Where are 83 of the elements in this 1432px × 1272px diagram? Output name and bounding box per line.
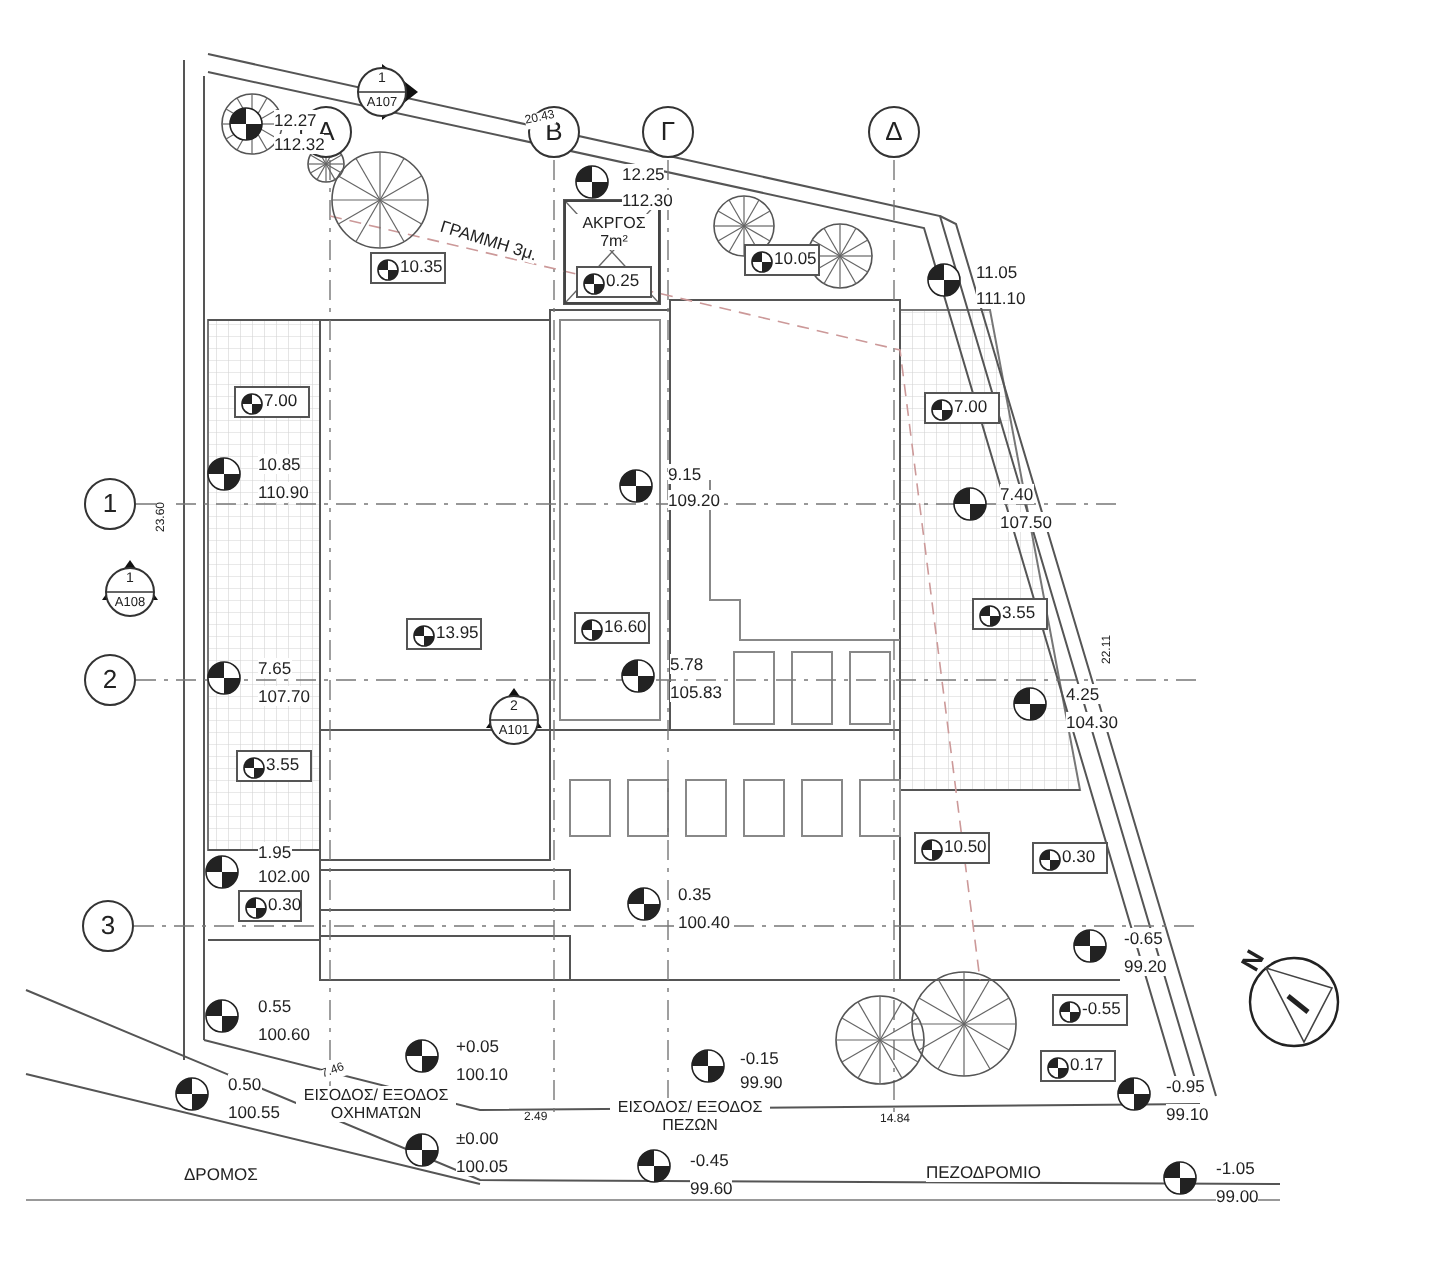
level-box <box>972 598 1048 630</box>
level-value: 0.17 <box>1070 1054 1104 1074</box>
level-value: 104.30 <box>1066 712 1118 732</box>
level-value: 7.00 <box>954 396 988 416</box>
level-value: 9.15 <box>668 464 702 484</box>
grid-bubble <box>84 654 136 706</box>
level-value: 102.00 <box>258 866 310 886</box>
level-value: 0.30 <box>1062 846 1096 866</box>
level-value: -0.45 <box>690 1150 729 1170</box>
level-value: 0.55 <box>258 996 292 1016</box>
level-value: 16.60 <box>604 616 647 636</box>
level-value: -0.65 <box>1124 928 1163 948</box>
level-value: 5.78 <box>670 654 704 674</box>
level-box <box>744 244 820 276</box>
level-value: 100.05 <box>456 1156 508 1176</box>
level-value: 10.85 <box>258 454 301 474</box>
level-value: 12.27 <box>274 110 317 130</box>
level-value: 7.65 <box>258 658 292 678</box>
level-value: 107.50 <box>1000 512 1052 532</box>
north-label: N <box>1240 947 1267 974</box>
level-value: 7.40 <box>1000 484 1034 504</box>
level-value: 112.30 <box>622 190 673 210</box>
grid-label: Δ <box>885 118 903 146</box>
level-box <box>370 252 446 284</box>
level-value: -0.15 <box>740 1048 779 1068</box>
level-value: 99.90 <box>740 1072 783 1092</box>
area-label: ΕΙΣΟΔΟΣ/ ΕΞΟΔΟΣ ΟΧΗΜΑΤΩΝ <box>296 1086 456 1122</box>
level-value: 12.25 <box>622 164 665 184</box>
level-value: 3.55 <box>1002 602 1036 622</box>
level-box <box>1052 994 1128 1026</box>
level-value: 99.20 <box>1124 956 1167 976</box>
level-value: ±0.00 <box>456 1128 499 1148</box>
level-value: 13.95 <box>436 622 479 642</box>
level-value: 100.10 <box>456 1064 508 1084</box>
area-label: ΠΕΖΟΔΡΟΜΙΟ <box>926 1162 1041 1182</box>
grid-bubble <box>84 478 136 530</box>
level-box <box>1040 1050 1116 1082</box>
level-box <box>574 612 650 644</box>
level-value: 7.00 <box>264 390 298 410</box>
area-label: ΕΙΣΟΔΟΣ/ ΕΞΟΔΟΣ ΠΕΖΩΝ <box>610 1098 770 1134</box>
level-value: 99.10 <box>1166 1104 1209 1124</box>
level-value: 99.60 <box>690 1178 733 1198</box>
level-box <box>234 386 310 418</box>
grid-label: 3 <box>100 912 116 940</box>
level-value: 1.95 <box>258 842 292 862</box>
grid-label: Γ <box>660 118 676 146</box>
level-value: 4.25 <box>1066 684 1100 704</box>
level-value: 100.55 <box>228 1102 280 1122</box>
grid-bubble <box>82 900 134 952</box>
level-value: 99.00 <box>1216 1186 1259 1206</box>
level-value: 11.05 <box>976 262 1018 282</box>
level-value: 110.90 <box>258 482 309 502</box>
level-box <box>576 266 652 298</box>
level-value: 100.60 <box>258 1024 310 1044</box>
level-value: -0.95 <box>1166 1076 1205 1096</box>
area-label: ΔΡΟΜΟΣ <box>184 1164 258 1184</box>
level-value: 100.40 <box>678 912 730 932</box>
level-value: +0.05 <box>456 1036 500 1056</box>
level-value: 107.70 <box>258 686 310 706</box>
level-box <box>406 618 482 650</box>
room-label: ΑΚΡΓΟΣ 7m² <box>574 214 654 250</box>
level-value: 111.10 <box>976 288 1026 308</box>
grid-label: 1 <box>102 490 118 518</box>
level-value: -0.55 <box>1082 998 1121 1018</box>
level-box <box>914 832 990 864</box>
grid-bubble <box>642 106 694 158</box>
level-value: 10.35 <box>400 256 443 276</box>
level-value: 0.25 <box>606 270 640 290</box>
level-value: 10.50 <box>944 836 987 856</box>
grid-label: 2 <box>102 666 118 694</box>
level-value: 0.35 <box>678 884 712 904</box>
level-value: 109.20 <box>668 490 720 510</box>
level-value: 112.32 <box>274 134 325 154</box>
level-value: 105.83 <box>670 682 722 702</box>
level-value: 0.50 <box>228 1074 262 1094</box>
grid-bubble <box>528 106 580 158</box>
level-value: 10.05 <box>774 248 817 268</box>
level-value: 3.55 <box>266 754 300 774</box>
level-box <box>1032 842 1108 874</box>
level-box <box>924 392 1000 424</box>
grid-bubble <box>868 106 920 158</box>
level-value: -1.05 <box>1216 1158 1255 1178</box>
level-box <box>236 750 312 782</box>
